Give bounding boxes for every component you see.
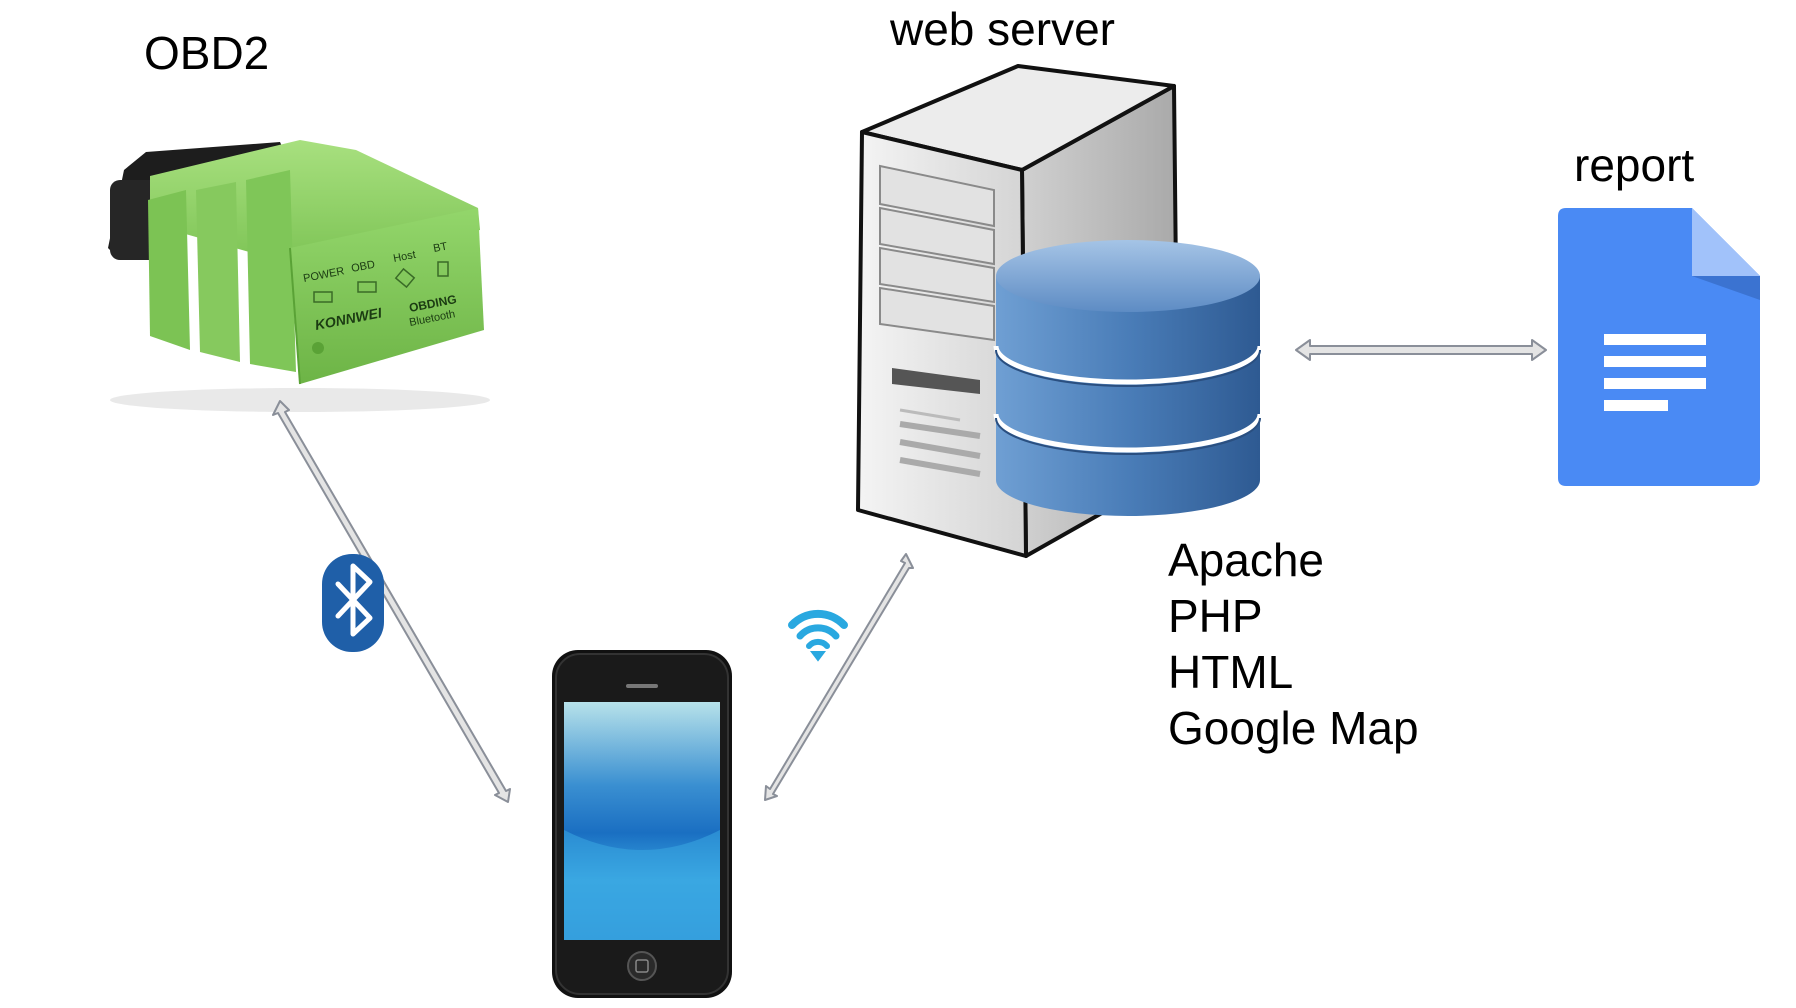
stack-item-google-map: Google Map: [1168, 702, 1419, 754]
report-link-arrow: [1295, 339, 1547, 361]
obd2-label: OBD2: [144, 27, 270, 79]
wifi-link-arrow: [764, 553, 914, 801]
server-stack-list: Apache PHP HTML Google Map: [1168, 532, 1419, 756]
obd-indicator-label: BT: [432, 240, 448, 255]
bluetooth-link-arrow: [272, 400, 511, 803]
stack-item-php: PHP: [1168, 590, 1263, 642]
wifi-icon: [788, 609, 848, 662]
obd-indicator-label: Host: [392, 249, 416, 265]
document-icon: [1558, 208, 1760, 486]
bluetooth-icon: [322, 554, 384, 652]
stack-item-html: HTML: [1168, 646, 1294, 698]
obd2-device-image: POWER OBD Host BT KONNWEI OBDING Bluetoo…: [108, 140, 490, 412]
web-server-label: web server: [890, 3, 1115, 55]
obd-indicator-label: OBD: [350, 259, 376, 275]
database-icon: [993, 240, 1263, 516]
report-label: report: [1574, 139, 1695, 191]
stack-item-apache: Apache: [1168, 534, 1325, 586]
smartphone-image: [552, 650, 732, 998]
